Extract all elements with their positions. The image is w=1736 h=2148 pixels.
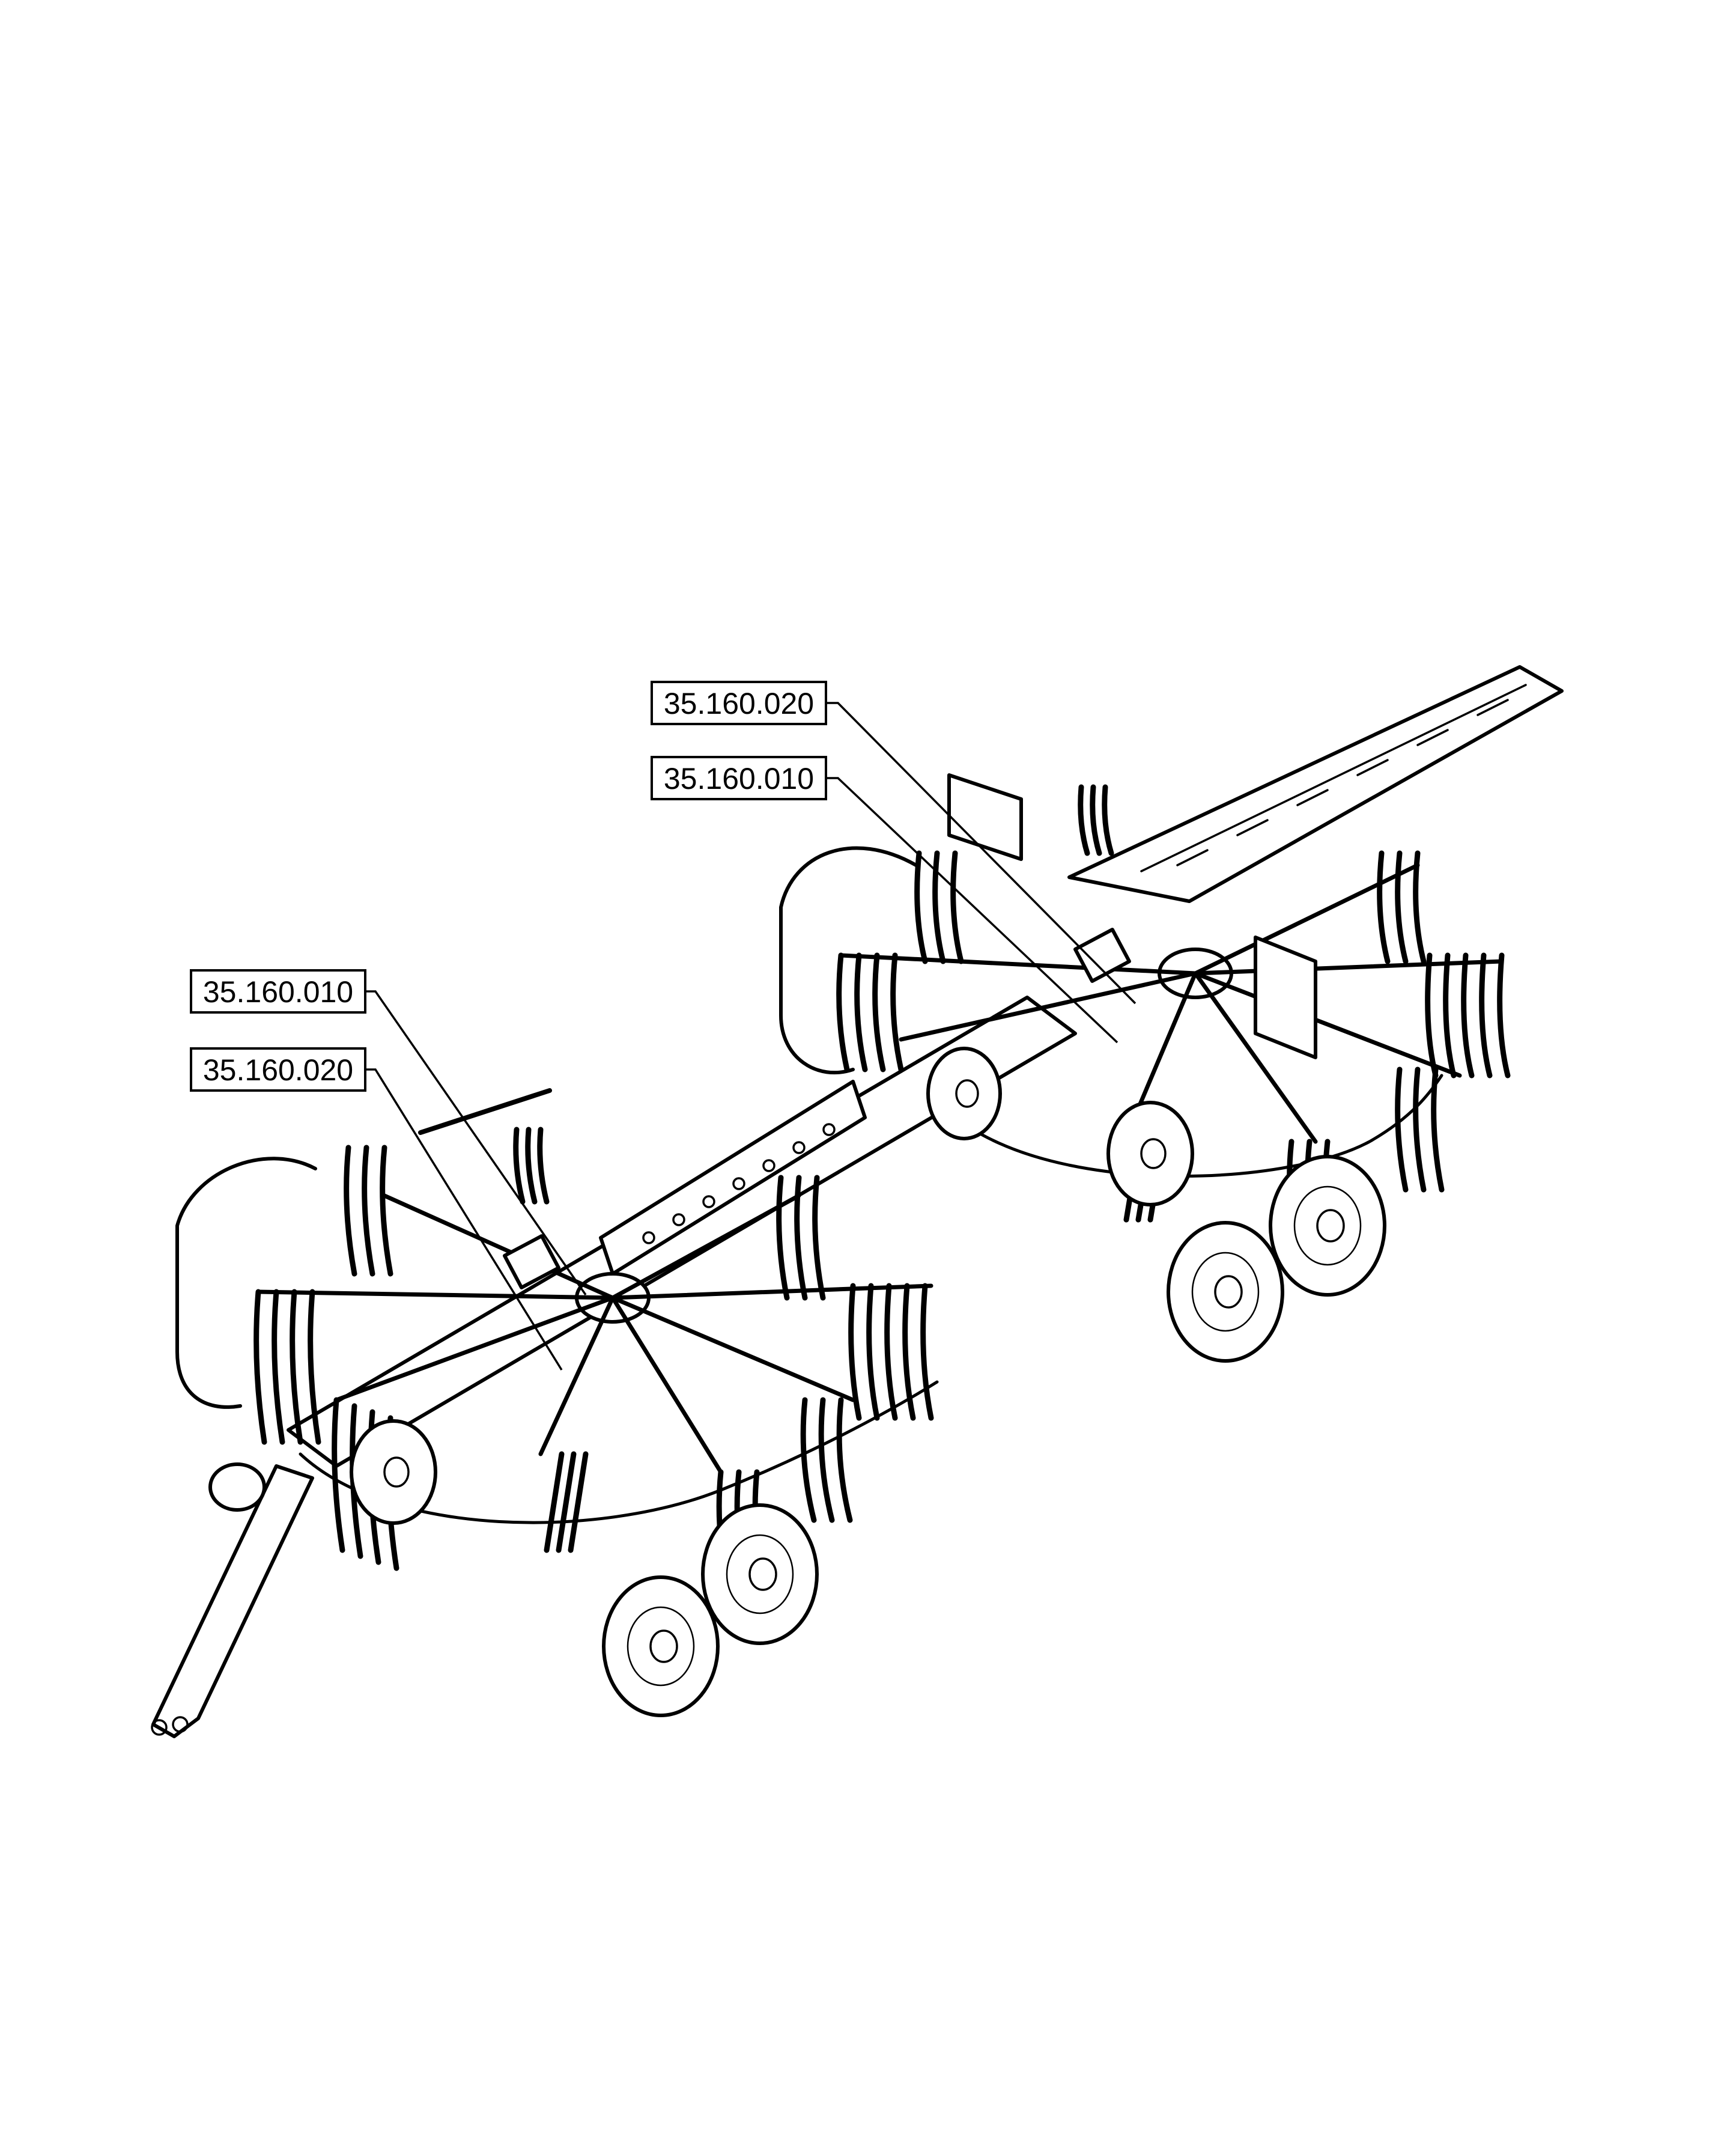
front-rotor-arms — [256, 1193, 933, 1474]
rear-boom-arm — [1067, 665, 1564, 903]
rear-guard-hoop — [779, 846, 918, 1075]
callout-label: 35.160.010 — [203, 975, 353, 1009]
rear-swath-cable — [971, 1074, 1443, 1178]
rear-bracket-block — [1073, 928, 1131, 983]
callout-label: 35.160.020 — [664, 687, 814, 720]
guard-rod — [418, 1088, 552, 1135]
callout-c3: 35.160.010 — [190, 969, 366, 1014]
main-frame-beam — [287, 996, 1077, 1468]
rear-bogie-wheels — [926, 1047, 1386, 1363]
twin-rotor-rake-illustration — [151, 665, 1564, 1738]
callout-label: 35.160.010 — [664, 762, 814, 796]
front-bracket-block — [503, 1234, 560, 1289]
callout-c1: 35.160.020 — [651, 681, 827, 725]
rear-tine-clusters — [836, 784, 1511, 1247]
callout-leaders — [365, 702, 1137, 1371]
callout-c2: 35.160.010 — [651, 756, 827, 800]
leader-c4 — [365, 1068, 563, 1371]
callout-label: 35.160.020 — [203, 1053, 353, 1087]
leader-c3 — [365, 990, 587, 1295]
rear-side-plate — [1254, 936, 1317, 1059]
leader-c2 — [826, 777, 1118, 1044]
adjustment-holes — [642, 1123, 836, 1244]
rear-shield-plate — [947, 773, 1023, 861]
front-gearbox — [208, 1462, 266, 1512]
front-tine-clusters — [253, 1127, 934, 1595]
front-bogie-wheels — [350, 1419, 819, 1717]
leader-c1 — [826, 702, 1137, 1005]
callout-c4: 35.160.020 — [190, 1047, 366, 1092]
front-guard-hoop — [175, 1157, 317, 1409]
hitch-eyes — [151, 1716, 189, 1736]
